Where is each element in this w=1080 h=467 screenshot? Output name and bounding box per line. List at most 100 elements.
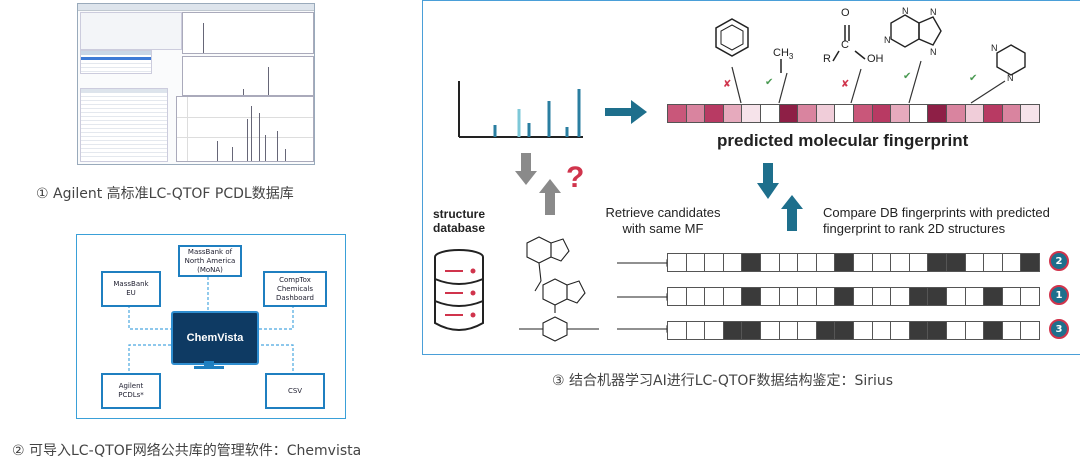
check-mark-2: ✔ xyxy=(903,71,912,82)
candidate-structures xyxy=(519,236,599,342)
fingerprint-label: predicted molecular fingerprint xyxy=(717,131,969,150)
candidate-arrows xyxy=(617,259,675,333)
fingerprint-cell xyxy=(890,321,910,340)
methyl-label: CH3 xyxy=(773,47,793,61)
monitor-base xyxy=(194,366,224,369)
fingerprint-cell xyxy=(704,321,724,340)
fingerprint-cell xyxy=(760,321,780,340)
cross-mark-1: ✘ xyxy=(723,79,732,90)
pcdl-spectrum-window-1 xyxy=(182,12,314,54)
fingerprint-cell xyxy=(908,287,929,306)
retrieve-line1: Retrieve candidates xyxy=(605,205,721,220)
fingerprint-cell xyxy=(815,287,836,306)
node-csv-label: CSV xyxy=(287,386,303,395)
fingerprint-cell xyxy=(853,287,873,306)
candidate-fingerprint-1 xyxy=(667,253,1040,272)
pyrimidine-icon: N N xyxy=(991,43,1026,81)
blue-up-down-arrows-icon xyxy=(757,163,803,231)
fingerprint-cell xyxy=(946,287,966,306)
methyl-subscript: 3 xyxy=(788,52,794,62)
node-comptox: CompTox Chemicals Dashboard xyxy=(263,271,327,307)
acid-hydroxyl: OH xyxy=(867,53,884,65)
fingerprint-cell xyxy=(667,253,687,272)
monitor-stand xyxy=(204,361,214,367)
fingerprint-cell xyxy=(908,253,929,272)
fingerprint-cell xyxy=(685,321,706,340)
node-chemvista: ChemVista xyxy=(171,311,259,365)
fingerprint-cell xyxy=(722,253,743,272)
node-agilent-pcdls: Agilent PCDLs* xyxy=(101,373,161,409)
fingerprint-cell xyxy=(1020,253,1040,272)
fingerprint-cell xyxy=(834,253,854,272)
candidate-fingerprint-3 xyxy=(667,321,1040,340)
node-mona-label: MassBank of North America (MoNA) xyxy=(184,247,236,274)
fingerprint-cell xyxy=(890,253,910,272)
rank-badge-3: 3 xyxy=(1049,319,1069,339)
fingerprint-cell xyxy=(741,321,761,340)
node-csv: CSV xyxy=(265,373,325,409)
benzene-icon xyxy=(715,18,749,57)
svg-text:N: N xyxy=(884,35,891,45)
purine-icon: N N N N xyxy=(884,6,942,57)
fingerprint-cell xyxy=(778,253,799,272)
compare-line1: Compare DB fingerprints with predicted xyxy=(823,205,1050,220)
fingerprint-cell xyxy=(815,321,836,340)
node-massbank-eu: MassBank EU xyxy=(101,271,161,307)
fingerprint-cell xyxy=(722,287,743,306)
node-agilent-pcdls-label: Agilent PCDLs* xyxy=(118,382,144,399)
pcdl-result-list xyxy=(80,88,168,162)
acid-oxygen: O xyxy=(841,7,850,19)
fingerprint-cell xyxy=(815,253,836,272)
svg-text:N: N xyxy=(1007,73,1014,81)
methyl-text: CH xyxy=(773,47,789,59)
fingerprint-cell xyxy=(1001,253,1022,272)
arrow-right-icon xyxy=(605,100,647,124)
fingerprint-cell xyxy=(1001,287,1022,306)
fingerprint-cell xyxy=(871,321,892,340)
svg-text:N: N xyxy=(902,6,909,16)
fingerprint-cell xyxy=(722,321,743,340)
fingerprint-cell xyxy=(797,253,817,272)
fingerprint-cell xyxy=(927,287,947,306)
retrieve-candidates-text: Retrieve candidates with same MF xyxy=(593,205,733,237)
fingerprint-cell xyxy=(685,253,706,272)
fingerprint-cell xyxy=(704,253,724,272)
fingerprint-cell xyxy=(927,253,947,272)
fingerprint-cell xyxy=(797,287,817,306)
fingerprint-cell xyxy=(853,253,873,272)
fingerprint-pointer-lines xyxy=(731,60,1006,104)
question-mark: ? xyxy=(566,161,585,194)
fingerprint-cell xyxy=(983,253,1003,272)
fingerprint-cell xyxy=(685,287,706,306)
pcdl-screenshot xyxy=(77,3,315,165)
methyl-bond xyxy=(780,59,782,73)
caption-pcdl: ① Agilent 高标准LC-QTOF PCDL数据库 xyxy=(36,186,294,202)
compare-fingerprints-text: Compare DB fingerprints with predicted f… xyxy=(823,205,1050,237)
svg-text:N: N xyxy=(991,43,998,53)
fingerprint-cell xyxy=(667,287,687,306)
check-mark-1: ✔ xyxy=(765,77,774,88)
fingerprint-cell xyxy=(778,321,799,340)
gray-up-down-arrows-icon xyxy=(515,153,561,215)
fingerprint-cell xyxy=(946,321,966,340)
fingerprint-cell xyxy=(890,287,910,306)
fingerprint-cell xyxy=(1020,104,1040,123)
svg-text:N: N xyxy=(930,7,937,17)
rank-badge-2: 1 xyxy=(1049,285,1069,305)
candidate-fingerprint-2 xyxy=(667,287,1040,306)
fingerprint-cell xyxy=(983,321,1003,340)
fingerprint-cell xyxy=(778,287,799,306)
svg-text:N: N xyxy=(930,47,937,57)
db-label-line1: structure xyxy=(432,207,485,221)
fingerprint-cell xyxy=(797,321,817,340)
fingerprint-cell xyxy=(704,287,724,306)
acid-r: R xyxy=(823,53,831,65)
pcdl-spectrum-window-2 xyxy=(182,56,314,96)
fingerprint-cell xyxy=(741,253,761,272)
fingerprint-cell xyxy=(964,253,985,272)
fingerprint-cell xyxy=(760,253,780,272)
fingerprint-cell xyxy=(927,321,947,340)
pcdl-spectrum-window-3 xyxy=(176,96,314,162)
chemvista-connectors xyxy=(128,277,294,371)
cross-mark-2: ✘ xyxy=(841,79,850,90)
